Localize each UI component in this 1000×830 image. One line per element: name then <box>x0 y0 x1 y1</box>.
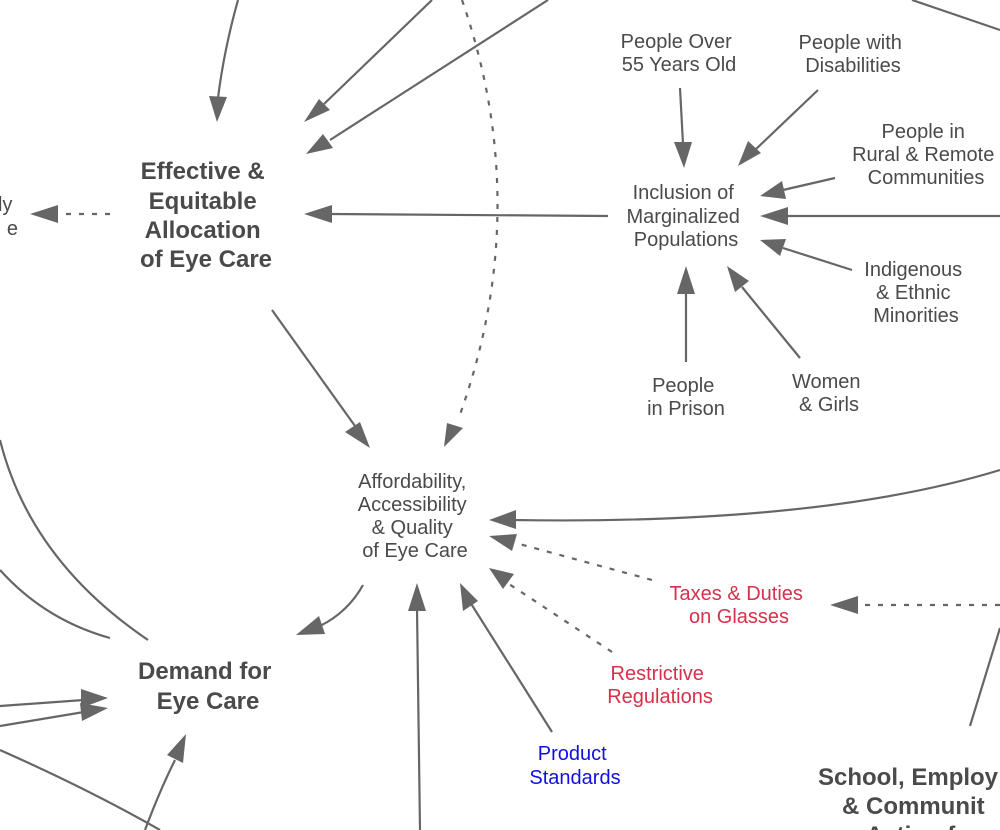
edge-bottom-to-demand <box>143 759 176 830</box>
edge-over55-to-inclusion <box>678 87 685 145</box>
arrowhead <box>489 510 516 529</box>
node-inclusion-marginalized: Inclusion of Marginalized Populations <box>627 182 746 251</box>
arrowhead <box>80 703 108 721</box>
arrowhead <box>444 423 463 447</box>
edge-restrictive-to-affordability <box>505 581 613 653</box>
arrowhead <box>304 205 332 223</box>
edge-right-to-affordability <box>511 468 1000 522</box>
node-people-prison: People in Prison <box>647 375 725 420</box>
node-school-employer-community: School, Employ & Communit Action for <box>818 764 1000 830</box>
arrowhead <box>306 134 333 154</box>
arrowhead <box>674 142 692 168</box>
node-partial-left: ply e <box>0 194 18 240</box>
arrowhead <box>209 96 227 122</box>
arrowhead <box>296 616 325 635</box>
edge-top-to-allocation-1 <box>216 0 240 99</box>
arrowhead <box>460 583 478 611</box>
arrowhead <box>830 596 858 614</box>
node-indigenous-minorities: Indigenous & Ethnic Minorities <box>864 259 967 327</box>
node-people-over-55: People Over 55 Years Old <box>621 31 738 76</box>
arrowheads <box>30 96 858 763</box>
arrowhead <box>760 239 786 256</box>
edge-disabilities-to-inclusion <box>754 89 819 151</box>
edge-top-to-allocation-2 <box>323 0 433 105</box>
node-affordability-quality: Affordability, Accessibility & Quality o… <box>358 471 472 562</box>
edge-top-to-allocation-3 <box>329 0 549 141</box>
node-restrictive-regulations: Restrictive Regulations <box>607 663 713 708</box>
edge-women-to-inclusion <box>741 286 801 359</box>
node-product-standards: Product Standards <box>529 743 620 789</box>
arrowhead <box>167 734 186 763</box>
arrowhead <box>81 689 108 708</box>
arrowhead <box>345 422 370 448</box>
node-demand-eye-care: Demand for Eye Care <box>138 658 278 715</box>
edge-indigenous-to-inclusion <box>782 246 853 272</box>
arrowhead <box>738 141 761 166</box>
edge-top-to-affordability-dashed <box>456 0 499 421</box>
arrowhead <box>489 568 514 589</box>
edge-rural-to-inclusion <box>782 176 836 192</box>
node-people-disabilities: People with Disabilities <box>799 32 908 77</box>
node-effective-allocation: Effective & Equitable Allocation of Eye … <box>140 158 272 273</box>
edge-left-curve-2 <box>0 569 111 640</box>
arrowhead <box>408 583 426 611</box>
edge-allocation-to-affordability <box>271 309 356 427</box>
arrowhead <box>677 266 695 294</box>
arrowhead <box>760 181 786 199</box>
edge-top-right <box>911 0 1000 32</box>
node-taxes-duties: Taxes & Duties on Glasses <box>670 583 809 628</box>
edge-left-to-demand-2 <box>0 710 85 728</box>
edge-left-bottom-curve <box>0 748 161 830</box>
edge-left-curve-1 <box>0 439 149 641</box>
arrowhead <box>760 207 788 225</box>
arrowhead <box>30 205 58 223</box>
edge-school-up-right <box>968 627 1000 727</box>
edge-affordability-to-demand <box>319 584 364 627</box>
edge-taxes-to-affordability <box>511 540 653 582</box>
node-women-girls: Women & Girls <box>792 371 866 416</box>
edge-bottom-to-affordability <box>415 607 422 830</box>
arrowhead <box>489 534 517 551</box>
edge-standards-to-affordability <box>469 601 553 733</box>
edge-left-to-demand-1 <box>0 698 85 708</box>
node-people-rural: People in Rural & Remote Communities <box>852 121 1000 189</box>
arrowhead <box>304 99 330 122</box>
edge-inclusion-to-allocation <box>329 212 609 218</box>
arrowhead <box>727 266 749 292</box>
